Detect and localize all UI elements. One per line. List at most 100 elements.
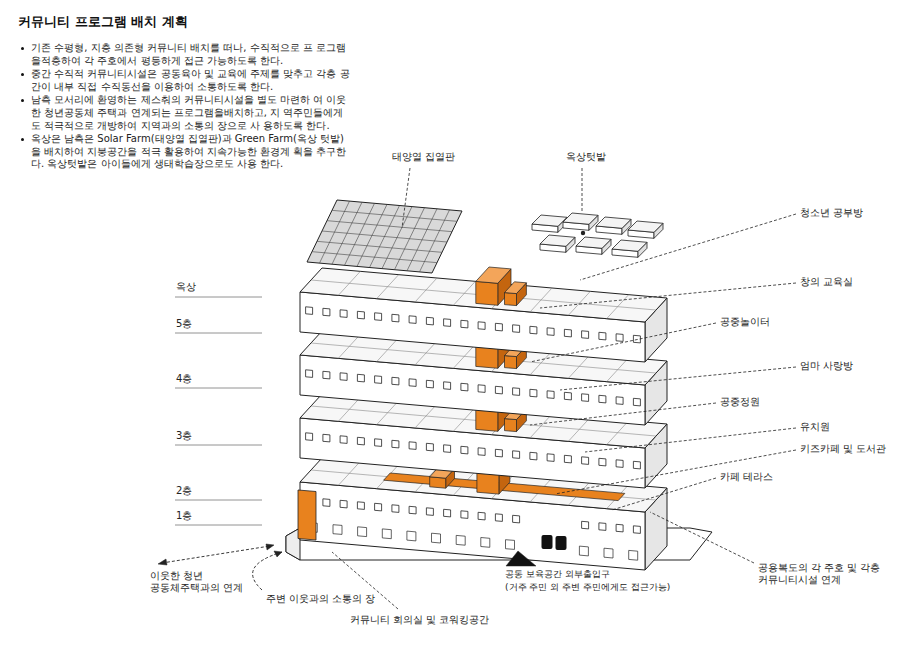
community-corner bbox=[298, 490, 316, 540]
leader-line bbox=[530, 403, 716, 425]
panel-grid bbox=[317, 241, 442, 252]
entrance-door bbox=[542, 535, 553, 549]
core bbox=[505, 282, 527, 294]
bullet-dot bbox=[21, 138, 24, 141]
figure-dot bbox=[581, 231, 585, 235]
bullet-text: 옥상은 남측은 Solar Farm(태양열 집열판)과 Green Farm(… bbox=[31, 133, 346, 169]
window bbox=[306, 307, 313, 315]
curve-arrow bbox=[253, 552, 282, 590]
window bbox=[495, 514, 502, 522]
floor-line bbox=[175, 333, 262, 334]
garden-box bbox=[563, 213, 598, 224]
callout-label: 키즈카페 및 도서관 bbox=[800, 443, 886, 455]
window bbox=[564, 329, 571, 337]
ground-window bbox=[579, 546, 588, 556]
window bbox=[599, 458, 606, 466]
bullet-item: 기존 수평형, 지층 의존형 커뮤니티 배치를 떠나, 수직적으로 프 로그램을… bbox=[20, 42, 352, 67]
window bbox=[306, 433, 313, 441]
note-label: (거주 주민 외 주변 주민에게도 접근가능) bbox=[505, 582, 670, 593]
window bbox=[461, 511, 468, 519]
callout-label: 태양열 집열판 bbox=[392, 151, 455, 163]
window bbox=[340, 310, 347, 318]
callout-label: 유치원 bbox=[800, 421, 830, 433]
entrance-door bbox=[556, 536, 567, 550]
panel-grid bbox=[332, 210, 457, 221]
bullet-text: 중간 수직적 커뮤니티시설은 공동육아 및 교육에 주제를 맞추고 각층 공간이… bbox=[31, 68, 350, 92]
window bbox=[633, 398, 640, 406]
window bbox=[599, 523, 606, 531]
window bbox=[478, 512, 485, 520]
window bbox=[375, 313, 382, 321]
bullet-text: 남측 모서리에 환영하는 제스춰의 커뮤니티시설을 별도 마련하 여 이웃한 청… bbox=[31, 94, 346, 130]
window bbox=[444, 445, 451, 453]
window bbox=[547, 391, 554, 399]
window bbox=[306, 370, 313, 378]
window bbox=[616, 397, 623, 405]
double-arrow bbox=[162, 546, 270, 563]
window bbox=[633, 526, 640, 534]
leader-line bbox=[612, 478, 716, 510]
bullet-item: 남측 모서리에 환영하는 제스춰의 커뮤니티시설을 별도 마련하 여 이웃한 청… bbox=[20, 94, 352, 132]
bullet-text: 기존 수평형, 지층 의존형 커뮤니티 배치를 떠나, 수직적으로 프 로그램을… bbox=[31, 42, 346, 66]
ground-window bbox=[358, 527, 367, 537]
window bbox=[444, 382, 451, 390]
window bbox=[375, 503, 382, 511]
window bbox=[323, 308, 330, 316]
window bbox=[530, 326, 537, 334]
window bbox=[323, 499, 330, 507]
core bbox=[476, 281, 498, 305]
window bbox=[547, 454, 554, 462]
window bbox=[461, 320, 468, 328]
floor-label: 3층 bbox=[176, 430, 192, 443]
callout-label: 공중놀이터 bbox=[720, 316, 770, 328]
panel-grid bbox=[322, 231, 447, 242]
core bbox=[505, 293, 517, 306]
window bbox=[564, 455, 571, 463]
arrow-head bbox=[274, 551, 282, 557]
leader-line bbox=[650, 512, 754, 563]
leader-line bbox=[585, 428, 796, 452]
core bbox=[430, 477, 446, 488]
garden-box bbox=[540, 235, 575, 246]
callout-label: 창의 교육실 bbox=[800, 276, 853, 288]
bullet-dot bbox=[21, 99, 24, 102]
floor-line bbox=[175, 525, 262, 526]
leader-line bbox=[402, 168, 410, 228]
garden-box bbox=[628, 221, 663, 232]
window bbox=[616, 460, 623, 468]
window bbox=[616, 334, 623, 342]
callout-label: 공용복도의 각 주호 및 각층 커뮤니티시설 연계 bbox=[758, 562, 894, 586]
ground-window bbox=[382, 529, 391, 539]
leader-line bbox=[560, 367, 796, 390]
bullet-item: 중간 수직적 커뮤니티시설은 공동육아 및 교육에 주제를 맞추고 각층 공간이… bbox=[20, 68, 352, 93]
core bbox=[476, 267, 511, 283]
window bbox=[513, 388, 520, 396]
ridge-line bbox=[311, 280, 656, 310]
floor-line bbox=[175, 445, 262, 446]
note-label: 커뮤니티 회의실 및 코워킹공간 bbox=[350, 614, 489, 626]
solar-panel bbox=[307, 200, 462, 273]
window bbox=[375, 376, 382, 384]
leader-line bbox=[540, 283, 796, 308]
ground-window bbox=[481, 538, 490, 548]
garden-box bbox=[612, 240, 647, 251]
floor-label: 옥상 bbox=[176, 281, 196, 294]
window bbox=[582, 457, 589, 465]
callout-label: 카페 테라스 bbox=[720, 471, 773, 483]
window bbox=[513, 325, 520, 333]
window bbox=[392, 314, 399, 322]
window bbox=[478, 322, 485, 330]
core bbox=[505, 356, 517, 369]
arrow-head bbox=[158, 559, 167, 565]
window bbox=[582, 331, 589, 339]
bullet-dot bbox=[21, 47, 24, 50]
floor-line bbox=[175, 500, 262, 501]
window bbox=[513, 515, 520, 523]
window bbox=[357, 502, 364, 510]
window bbox=[392, 440, 399, 448]
floor-line bbox=[175, 297, 262, 298]
window bbox=[426, 317, 433, 325]
window bbox=[547, 328, 554, 336]
window bbox=[426, 443, 433, 451]
window bbox=[478, 385, 485, 393]
